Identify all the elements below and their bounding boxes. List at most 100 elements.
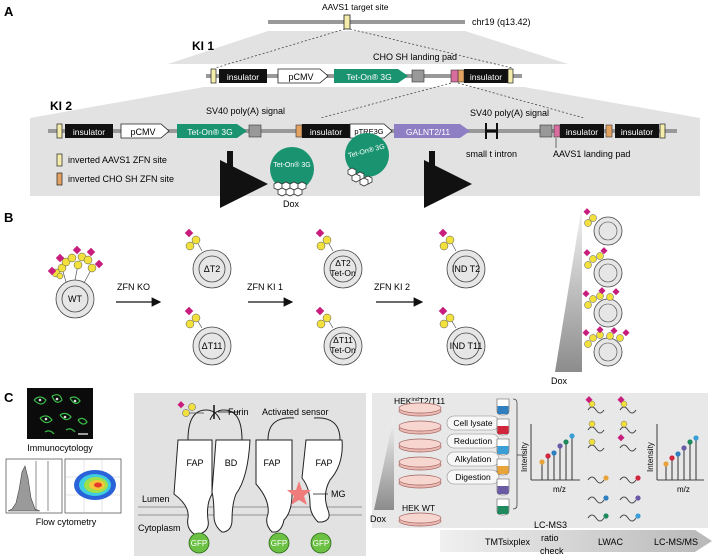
small-t-intron-label: small t intron bbox=[466, 149, 517, 159]
svg-text:ΔT11: ΔT11 bbox=[202, 341, 223, 351]
ki1-pcmv-promoter bbox=[277, 68, 329, 84]
landing-pad-label: CHO SH landing pad bbox=[373, 52, 457, 62]
svg-text:insulator: insulator bbox=[470, 72, 502, 82]
dox-label-a: Dox bbox=[283, 199, 300, 209]
panel-d: D Lumen Cytoplasm FAP BD GFP Furin bbox=[134, 390, 366, 556]
step-lcms3: LC-MS3 bbox=[534, 520, 567, 530]
culture-dishes bbox=[398, 402, 442, 527]
cell-delta-t11-teton: ΔT11 Tet-On bbox=[315, 306, 363, 366]
svg-text:pTRE3G: pTRE3G bbox=[354, 127, 383, 136]
lumen-label: Lumen bbox=[142, 494, 170, 504]
svg-text:insulator: insulator bbox=[566, 127, 598, 137]
dox-wedge bbox=[555, 205, 582, 372]
svg-text:m/z: m/z bbox=[553, 485, 566, 494]
svg-text:ΔT2: ΔT2 bbox=[204, 264, 221, 274]
expression-arrow-right bbox=[424, 151, 472, 208]
svg-text:Reduction: Reduction bbox=[454, 436, 493, 446]
dox-cell-3 bbox=[582, 287, 623, 328]
step-ratio: ratio bbox=[541, 533, 559, 543]
svg-text:insulator: insulator bbox=[621, 127, 653, 137]
tmt-tubes bbox=[496, 398, 510, 516]
ki1-insulator-right bbox=[464, 69, 508, 83]
svg-text:pCMV: pCMV bbox=[288, 72, 313, 82]
svg-text:IND T2: IND T2 bbox=[452, 264, 480, 274]
svg-text:FAP: FAP bbox=[315, 458, 332, 468]
svg-text:BD: BD bbox=[225, 458, 238, 468]
svg-text:m/z: m/z bbox=[677, 485, 690, 494]
svg-text:WT: WT bbox=[68, 294, 82, 304]
teton-protein-inactive: Tet-On® 3G Dox bbox=[270, 147, 314, 209]
dox-cell-2 bbox=[583, 247, 623, 288]
step-lwac: LWAC bbox=[598, 537, 624, 547]
svg-text:Tet-On® 3G: Tet-On® 3G bbox=[273, 161, 310, 169]
svg-text:Intensity: Intensity bbox=[520, 442, 529, 472]
dox-cell-1 bbox=[583, 208, 623, 246]
panel-e: E Dox HEKindT2/T11 HEK WT Cell lysate Re… bbox=[370, 390, 712, 556]
sv40-right-label: SV40 poly(A) signal bbox=[470, 108, 549, 118]
cell-delta-t11: ΔT11 bbox=[184, 306, 232, 366]
processing-steps: Cell lysate Reduction Alkylation Digesti… bbox=[446, 415, 500, 485]
ki2-teton-gene bbox=[177, 124, 247, 138]
ki2-galnt-gene bbox=[394, 124, 470, 138]
dox-cell-4 bbox=[582, 326, 630, 367]
panel-label-c: C bbox=[4, 390, 14, 405]
ki2-insulator-2 bbox=[302, 124, 350, 138]
workflow-arrow bbox=[440, 530, 712, 552]
svg-text:ΔT2: ΔT2 bbox=[335, 258, 351, 268]
svg-text:Tet-On: Tet-On bbox=[330, 345, 356, 355]
cell-ind-t2: IND T2 bbox=[438, 228, 486, 289]
dox-gradient-column: Dox bbox=[551, 205, 630, 386]
furin-glycan: Furin bbox=[177, 401, 249, 419]
dox-label-e: Dox bbox=[370, 514, 387, 524]
panel-label-a: A bbox=[4, 4, 14, 19]
teton-protein-active: Tet-On® 3G bbox=[345, 133, 389, 187]
zfn-ki1-label: ZFN KI 1 bbox=[247, 282, 283, 292]
ki2-funnel bbox=[30, 87, 700, 118]
ki1-construct: insulator pCMV Tet-On® 3G insulator bbox=[206, 68, 522, 84]
aavs1-target-label: AAVS1 target site bbox=[322, 2, 389, 12]
ki2-insulator-1 bbox=[65, 124, 113, 138]
panel-b: B WT ZFN KO bbox=[4, 205, 630, 386]
svg-text:insulator: insulator bbox=[310, 127, 342, 137]
ki2-label: KI 2 bbox=[50, 99, 72, 113]
zfn-ko-label: ZFN KO bbox=[117, 282, 150, 292]
zfn-ki2-label: ZFN KI 2 bbox=[374, 282, 410, 292]
svg-text:GFP: GFP bbox=[271, 539, 287, 548]
legend-aavs1-label: inverted AAVS1 ZFN site bbox=[68, 155, 167, 165]
ms-spectrum-2: Intensity m/z bbox=[646, 424, 704, 494]
svg-text:Alkylation: Alkylation bbox=[455, 454, 492, 464]
svg-text:GFP: GFP bbox=[191, 539, 207, 548]
panel-a: A AAVS1 target site chr19 (q13.42) KI 1 … bbox=[4, 2, 700, 209]
activated-sensor-label: Activated sensor bbox=[262, 407, 329, 417]
dox-label-b: Dox bbox=[551, 376, 568, 386]
flow-cytometry-label: Flow cytometry bbox=[36, 517, 97, 527]
panel-label-b: B bbox=[4, 210, 13, 225]
ki2-insulator-3 bbox=[560, 124, 604, 138]
legend-aavs1-swatch bbox=[56, 153, 63, 167]
cell-ind-t11: IND T11 bbox=[438, 306, 486, 366]
immunocytology-label: Immunocytology bbox=[27, 443, 93, 453]
sensor-active: Activated sensor FAP FAP MG GFP GFP bbox=[255, 407, 346, 554]
svg-text:ΔT11: ΔT11 bbox=[333, 335, 353, 345]
sensor-inactive: FAP BD GFP bbox=[173, 409, 251, 554]
ki1-label: KI 1 bbox=[192, 39, 214, 53]
mg-label: MG bbox=[331, 489, 346, 499]
svg-text:GFP: GFP bbox=[313, 539, 329, 548]
mg-star bbox=[287, 481, 311, 505]
step-check: check bbox=[540, 546, 564, 556]
glycopeptides bbox=[587, 406, 637, 522]
aavs1-target-marker bbox=[343, 14, 351, 30]
ki1-insulator-left bbox=[219, 69, 267, 83]
legend-cho-swatch bbox=[56, 172, 63, 186]
svg-text:Intensity: Intensity bbox=[646, 442, 655, 472]
svg-text:pCMV: pCMV bbox=[130, 127, 155, 137]
furin-label: Furin bbox=[228, 407, 249, 417]
ki2-construct: insulator pCMV Tet-On® 3G insulator pTRE… bbox=[48, 123, 677, 139]
ki2-pcmv-promoter bbox=[120, 123, 170, 139]
svg-text:Tet-On® 3G: Tet-On® 3G bbox=[346, 72, 391, 82]
ki1-funnel bbox=[168, 31, 568, 64]
glycopeptide-glycans bbox=[585, 396, 641, 519]
sv40-left-label: SV40 poly(A) signal bbox=[206, 106, 285, 116]
legend-cho-label: inverted CHO SH ZFN site bbox=[68, 174, 174, 184]
